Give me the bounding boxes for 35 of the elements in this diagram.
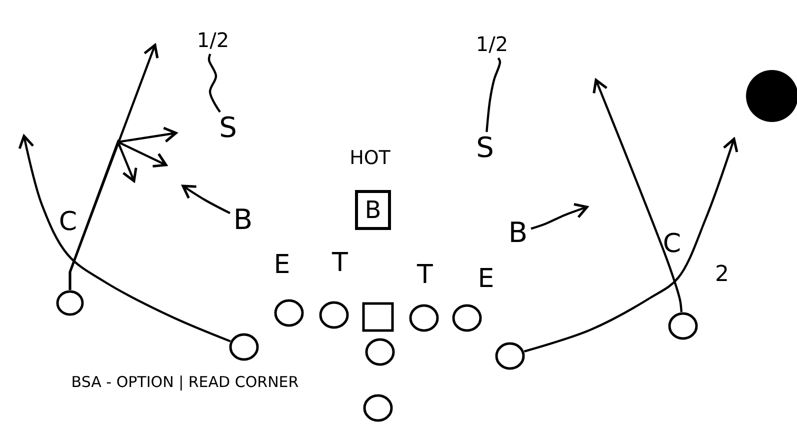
player-circle bbox=[319, 301, 349, 329]
position-label: T bbox=[413, 260, 437, 290]
position-label: E bbox=[270, 250, 294, 280]
position-label: S bbox=[472, 132, 498, 164]
route-arrow bbox=[68, 138, 138, 290]
route-arrow bbox=[592, 78, 682, 312]
number-label: 2 bbox=[715, 262, 729, 287]
route-arrow bbox=[530, 202, 588, 230]
player-circle bbox=[229, 333, 259, 361]
route-arrow bbox=[18, 134, 231, 342]
boxed-position-label: B bbox=[355, 190, 391, 230]
coverage-label: 1/2 bbox=[473, 30, 511, 58]
position-label: B bbox=[505, 217, 531, 249]
player-circle bbox=[668, 312, 698, 340]
position-label: B bbox=[230, 204, 256, 236]
player-circle bbox=[452, 304, 482, 332]
squiggle-line bbox=[208, 54, 221, 113]
route-arrow bbox=[182, 184, 230, 214]
player-circle bbox=[409, 304, 439, 332]
center-square bbox=[362, 302, 394, 332]
coverage-label: 1/2 bbox=[194, 26, 232, 54]
position-label: S bbox=[215, 112, 241, 144]
caption: BSA - OPTION | READ CORNER bbox=[70, 372, 300, 392]
position-label: E bbox=[474, 264, 498, 294]
player-circle bbox=[56, 290, 84, 316]
player-circle bbox=[274, 299, 304, 327]
route-arrow bbox=[524, 138, 738, 352]
position-label: C bbox=[660, 229, 684, 259]
player-circle bbox=[363, 394, 393, 422]
note-label: HOT bbox=[342, 146, 398, 170]
player-circle bbox=[495, 342, 525, 370]
position-label: T bbox=[328, 248, 352, 278]
position-label: C bbox=[57, 207, 79, 237]
player-circle bbox=[365, 338, 395, 366]
squiggle-line bbox=[486, 57, 502, 132]
